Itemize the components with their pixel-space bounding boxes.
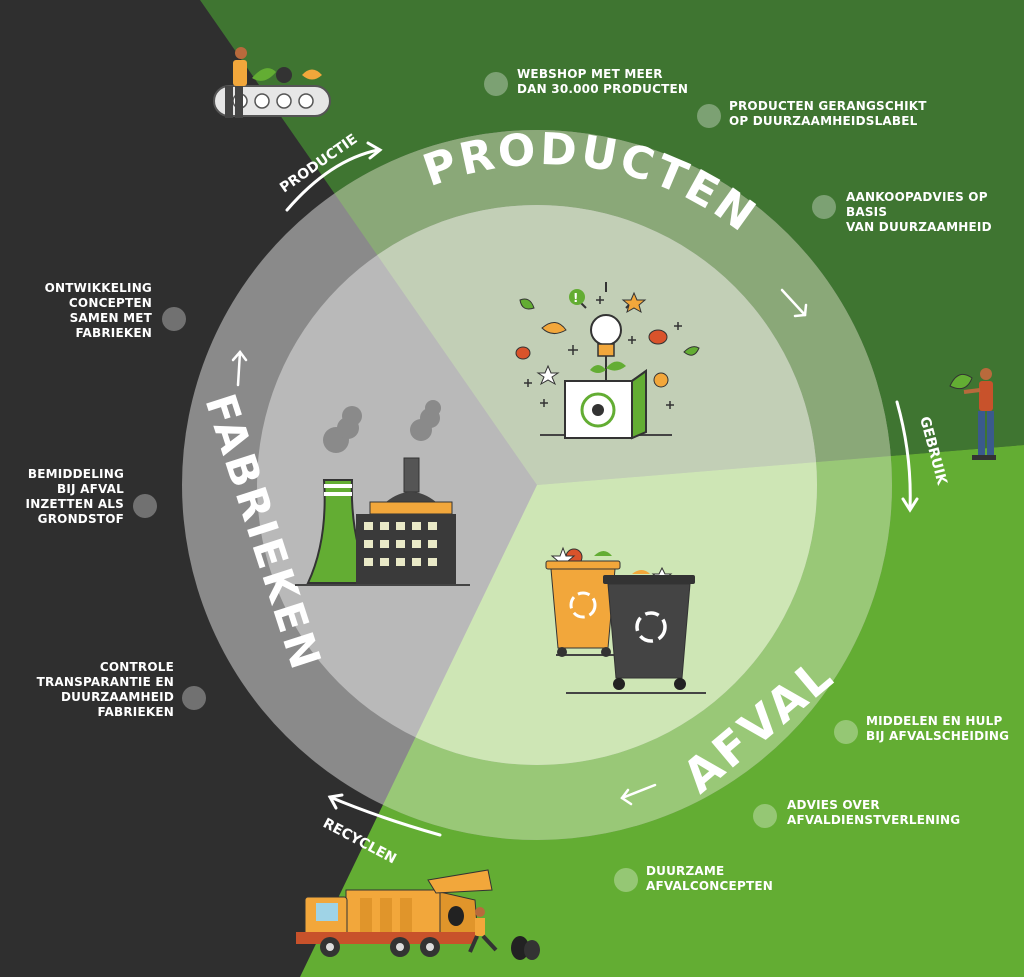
fabrieken-bullet-3: CONTROLE TRANSPARANTIE EN DUURZAAMHEID F… [36, 660, 174, 719]
bullet-dot [812, 195, 836, 219]
afval-bullet-2: ADVIES OVER AFVALDIENSTVERLENING [787, 798, 961, 827]
lightbulb-box-icon: ! [515, 282, 700, 440]
bullet-dot [834, 720, 858, 744]
bullet-dot [753, 804, 777, 828]
afval-bullet-3: DUURZAME AFVALCONCEPTEN [646, 864, 773, 893]
afval-arrow-icon [620, 783, 657, 806]
fabrieken-bullet-2: BEMIDDELING BIJ AFVAL INZETTEN ALS GROND… [25, 467, 124, 526]
bullet-dot [182, 686, 206, 710]
fabrieken-arrow-icon [231, 350, 248, 387]
bullet-dot [133, 494, 157, 518]
producten-bullet-3: AANKOOPADVIES OP BASIS VAN DUURZAAMHEID [846, 190, 992, 234]
producten-arrow-icon [780, 288, 808, 318]
person-holding-leaf-icon [949, 368, 996, 460]
afval-bullet-1: MIDDELEN EN HULP BIJ AFVALSCHEIDING [866, 714, 1010, 743]
producten-bullet-1: WEBSHOP MET MEER DAN 30.000 PRODUCTEN [517, 67, 689, 96]
bullet-dot [484, 72, 508, 96]
recycle-bins-icon [545, 546, 706, 694]
bullet-dot [614, 868, 638, 892]
garbage-truck-icon [296, 869, 540, 960]
bullet-dot [162, 307, 186, 331]
producten-bullet-2: PRODUCTEN GERANGSCHIKT OP DUURZAAMHEIDSL… [729, 99, 927, 128]
svg-text:!: ! [573, 291, 578, 305]
factory-icon [295, 400, 470, 586]
bullet-dot [697, 104, 721, 128]
fabrieken-bullet-1: ONTWIKKELING CONCEPTEN SAMEN MET FABRIEK… [44, 281, 152, 340]
conveyor-worker-icon [213, 47, 331, 118]
